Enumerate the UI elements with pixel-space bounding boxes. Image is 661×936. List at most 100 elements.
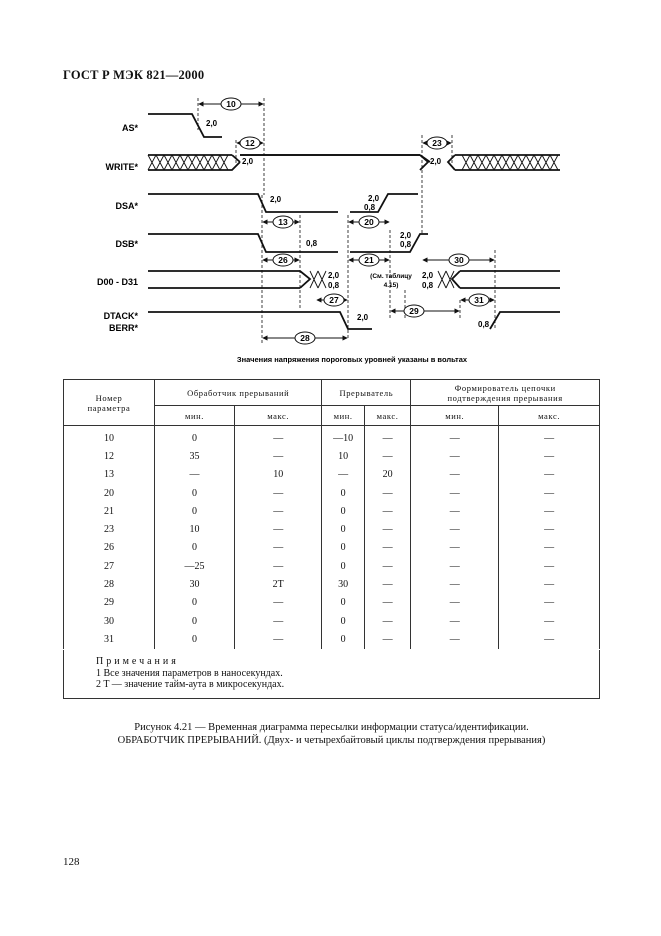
signal-berr: BERR* [109,323,139,333]
marker-31: 31 [474,295,484,305]
level-dsa-high: 2,0 [270,195,282,204]
signal-data: D00 - D31 [97,277,138,287]
level-data-high-b: 2,0 [422,271,434,280]
marker-20: 20 [364,217,374,227]
signal-dsb: DSB* [115,239,138,249]
level-dtack-low: 0,8 [478,320,490,329]
value-cell: 0 [153,630,236,649]
value-cell: — [498,465,600,484]
value-cell: — [410,557,500,576]
document-header: ГОСТ Р МЭК 821—2000 [63,68,205,82]
level-dsa-low-b: 0,8 [364,203,376,212]
note-2: 2 T — значение тайм-аута в микросекундах… [96,679,285,690]
param-number-cell: 26 [63,538,155,558]
value-cell: 20 [363,465,412,484]
level-write-b: 2,0 [430,157,442,166]
marker-12: 12 [245,138,255,148]
value-cell: — [410,425,500,448]
note-1: 1 Все значения параметров в наносекундах… [96,667,283,679]
notes-title: Примечания [96,656,179,667]
value-cell: — [363,593,412,612]
value-cell: — [363,611,412,631]
level-dsa-high-b: 2,0 [368,194,380,203]
value-cell: — [321,465,365,484]
value-cell: 0 [321,630,365,649]
level-data-low: 0,8 [328,281,340,290]
sub-max: макс. [234,405,323,426]
page-number: 128 [63,856,80,868]
param-number-cell: 28 [63,575,155,594]
level-dsb-high-b: 2,0 [400,231,412,240]
value-cell: — [410,447,500,466]
value-cell: — [153,465,236,484]
figure-caption: Рисунок 4.21 — Временная диаграмма перес… [117,722,546,746]
table-row: 13—10—20—— [63,465,600,484]
value-cell: — [410,502,500,521]
value-cell: — [410,630,500,649]
value-cell: — [234,483,323,503]
value-cell: — [498,611,600,631]
value-cell: — [234,630,323,649]
value-cell: — [498,538,600,558]
value-cell: — [363,538,412,558]
notes-box: Примечания 1 Все значения параметров в н… [63,650,600,699]
group-interrupter: Прерыватель [321,379,412,406]
value-cell: — [410,593,500,612]
param-number-cell: 23 [63,520,155,539]
value-cell: — [363,520,412,539]
value-cell: — [410,538,500,558]
marker-26: 26 [278,255,288,265]
value-cell: — [498,575,600,594]
param-number-cell: 31 [63,630,155,649]
value-cell: — [498,447,600,466]
value-cell: — [410,611,500,631]
marker-21: 21 [364,255,374,265]
value-cell: —10 [321,425,365,448]
signal-dsa: DSA* [115,201,138,211]
sub-min: мин. [410,405,500,426]
marker-30: 30 [454,255,464,265]
value-cell: — [363,575,412,594]
value-cell: 0 [153,611,236,631]
value-cell: — [498,483,600,503]
col-param-header: Номер параметра [63,379,155,426]
group-interrupt-handler: Обработчик прерываний [153,379,323,406]
value-cell: — [498,502,600,521]
value-cell: — [234,502,323,521]
value-cell: — [363,447,412,466]
value-cell: — [234,557,323,576]
value-cell: — [410,575,500,594]
marker-28: 28 [300,333,310,343]
value-cell: — [234,538,323,558]
value-cell: 0 [321,538,365,558]
marker-10: 10 [226,99,236,109]
value-cell: — [363,483,412,503]
value-cell: 10 [153,520,236,539]
value-cell: 0 [321,483,365,503]
value-cell: — [234,447,323,466]
diagram-footnote: Значения напряжения пороговых уровней ук… [237,355,468,364]
value-cell: 0 [321,557,365,576]
param-number-cell: 12 [63,447,155,466]
param-number-cell: 21 [63,502,155,521]
value-cell: — [498,520,600,539]
signal-as: AS* [122,123,139,133]
level-write-a: 2,0 [242,157,254,166]
param-number-cell: 30 [63,611,155,631]
level-data-low-b: 0,8 [422,281,434,290]
table-row: 27—25—0——— [63,557,600,576]
value-cell: — [498,630,600,649]
signal-write: WRITE* [106,162,139,172]
marker-13: 13 [278,217,288,227]
value-cell: 0 [153,425,236,448]
signal-dtack: DTACK* [104,311,139,321]
